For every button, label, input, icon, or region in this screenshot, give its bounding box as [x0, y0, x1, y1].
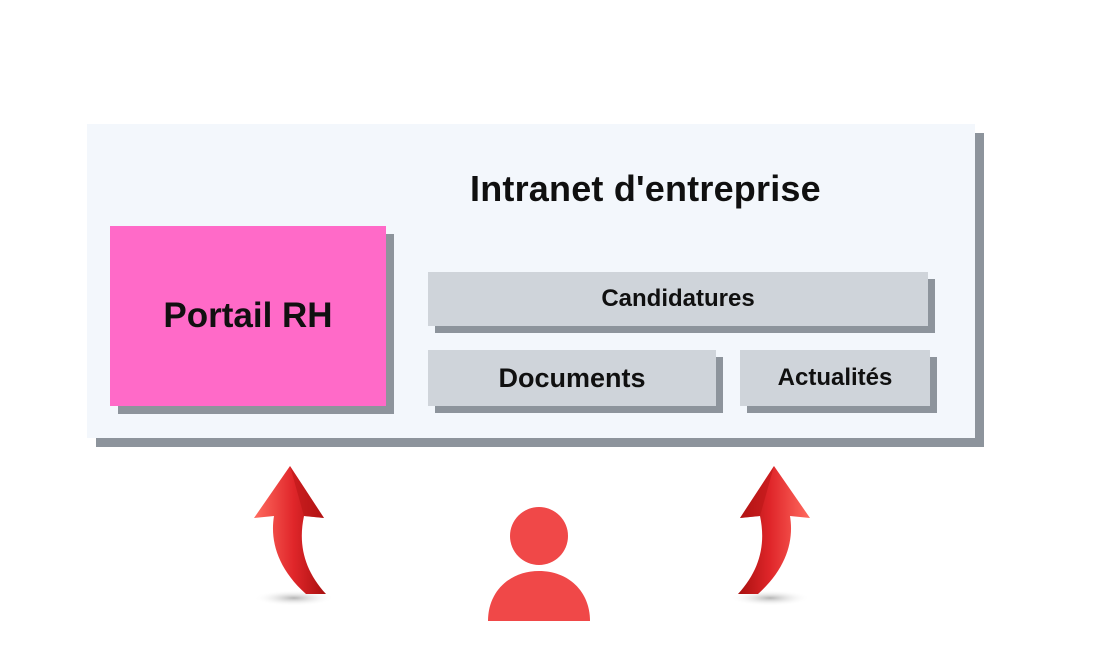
actualites-module: Actualités: [740, 350, 930, 406]
portail-rh-label: Portail RH: [163, 296, 333, 335]
curved-up-arrow-icon: [254, 466, 334, 606]
portail-rh-box: Portail RH: [110, 226, 386, 406]
documents-module: Documents: [428, 350, 716, 406]
curved-up-arrow-icon: [730, 466, 810, 606]
user-icon: [488, 507, 590, 621]
candidatures-module: Candidatures: [428, 272, 928, 326]
intranet-title: Intranet d'entreprise: [470, 168, 821, 209]
